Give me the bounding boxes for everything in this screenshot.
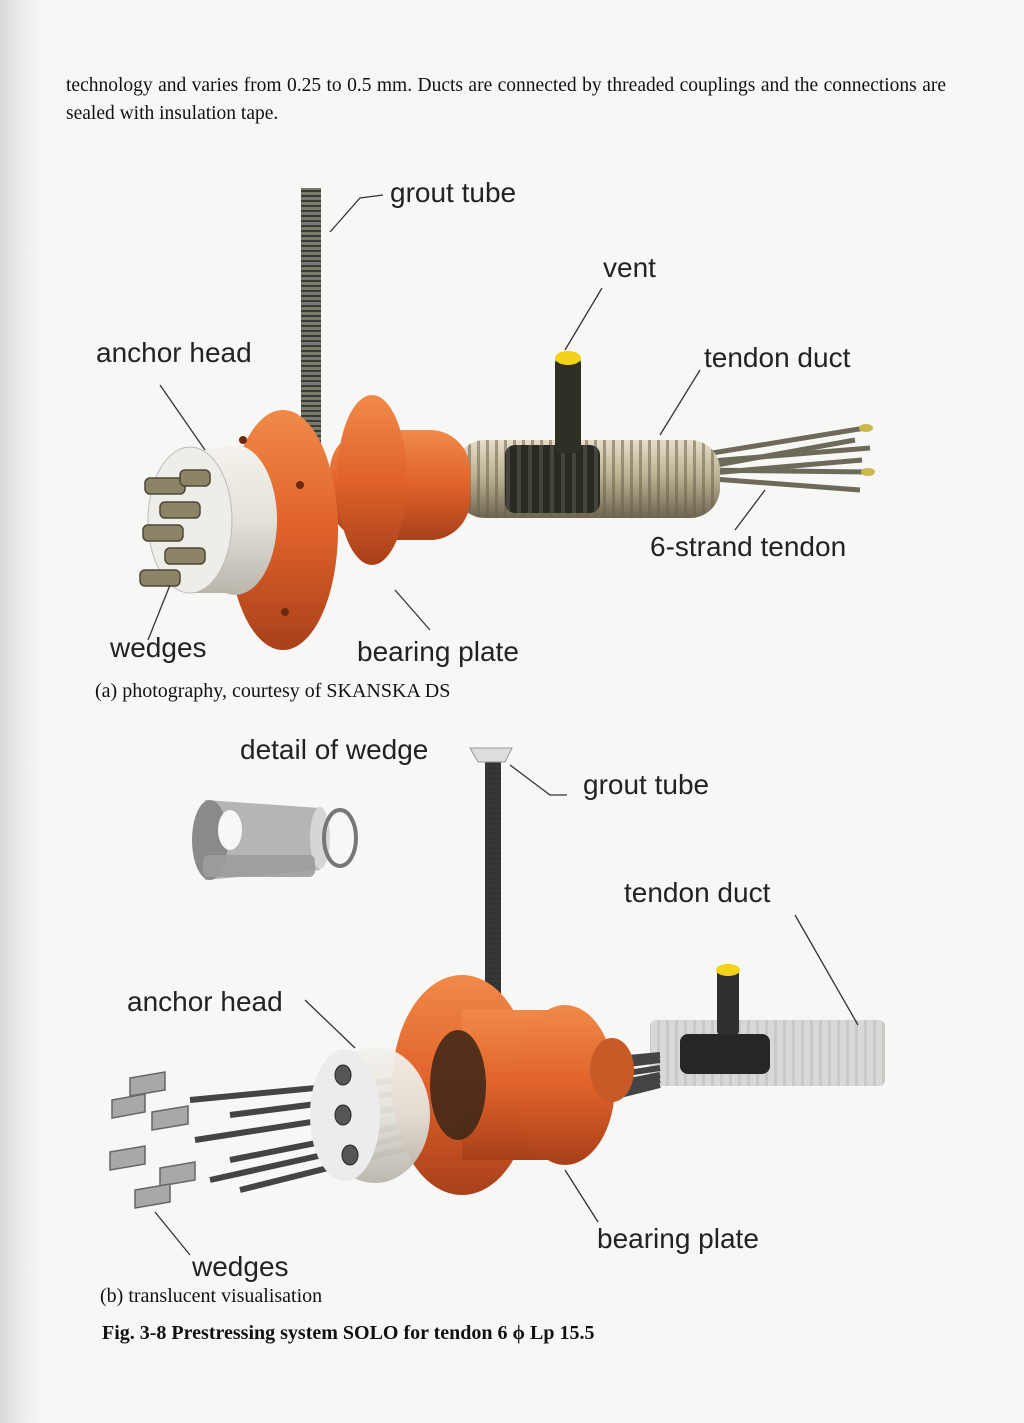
tendon-strands-a xyxy=(699,425,871,493)
label-b-wedges: wedges xyxy=(192,1251,289,1282)
label-a-grout-tube: grout tube xyxy=(390,177,517,208)
caption-b: (b) translucent visualisation xyxy=(100,1285,323,1307)
label-a-6-strand-tendon: 6-strand tendon xyxy=(650,531,847,562)
label-b-grout-tube: grout tube xyxy=(583,769,710,800)
wedges-a xyxy=(139,469,211,587)
intro-paragraph: technology and varies from 0.25 to 0.5 m… xyxy=(66,75,946,124)
coupling-b xyxy=(680,1034,770,1074)
vent-pipe-a xyxy=(555,358,581,453)
page-binding-shadow xyxy=(0,0,44,1423)
caption-a: (a) photography, courtesy of SKANSKA DS xyxy=(95,680,451,702)
vent-cap-a xyxy=(555,351,581,365)
label-b-bearing-plate: bearing plate xyxy=(597,1223,759,1254)
label-a-tendon-duct: tendon duct xyxy=(704,342,851,373)
wedge-detail-illustration xyxy=(192,800,358,880)
figure-caption: Fig. 3-8 Prestressing system SOLO for te… xyxy=(102,1322,595,1344)
label-a-anchor-head: anchor head xyxy=(96,337,252,368)
label-a-vent: vent xyxy=(603,252,656,283)
label-a-wedges: wedges xyxy=(110,632,207,663)
wedges-b xyxy=(109,1071,196,1209)
label-b-anchor-head: anchor head xyxy=(127,986,283,1017)
vent-pipe-b xyxy=(717,970,739,1035)
vent-cap-b xyxy=(716,964,740,976)
label-a-bearing-plate: bearing plate xyxy=(357,636,519,667)
label-b-tendon-duct: tendon duct xyxy=(624,877,771,908)
leader-lines-b xyxy=(154,764,859,1256)
label-b-detail-of-wedge: detail of wedge xyxy=(240,734,429,765)
leader-lines-a xyxy=(147,194,766,641)
